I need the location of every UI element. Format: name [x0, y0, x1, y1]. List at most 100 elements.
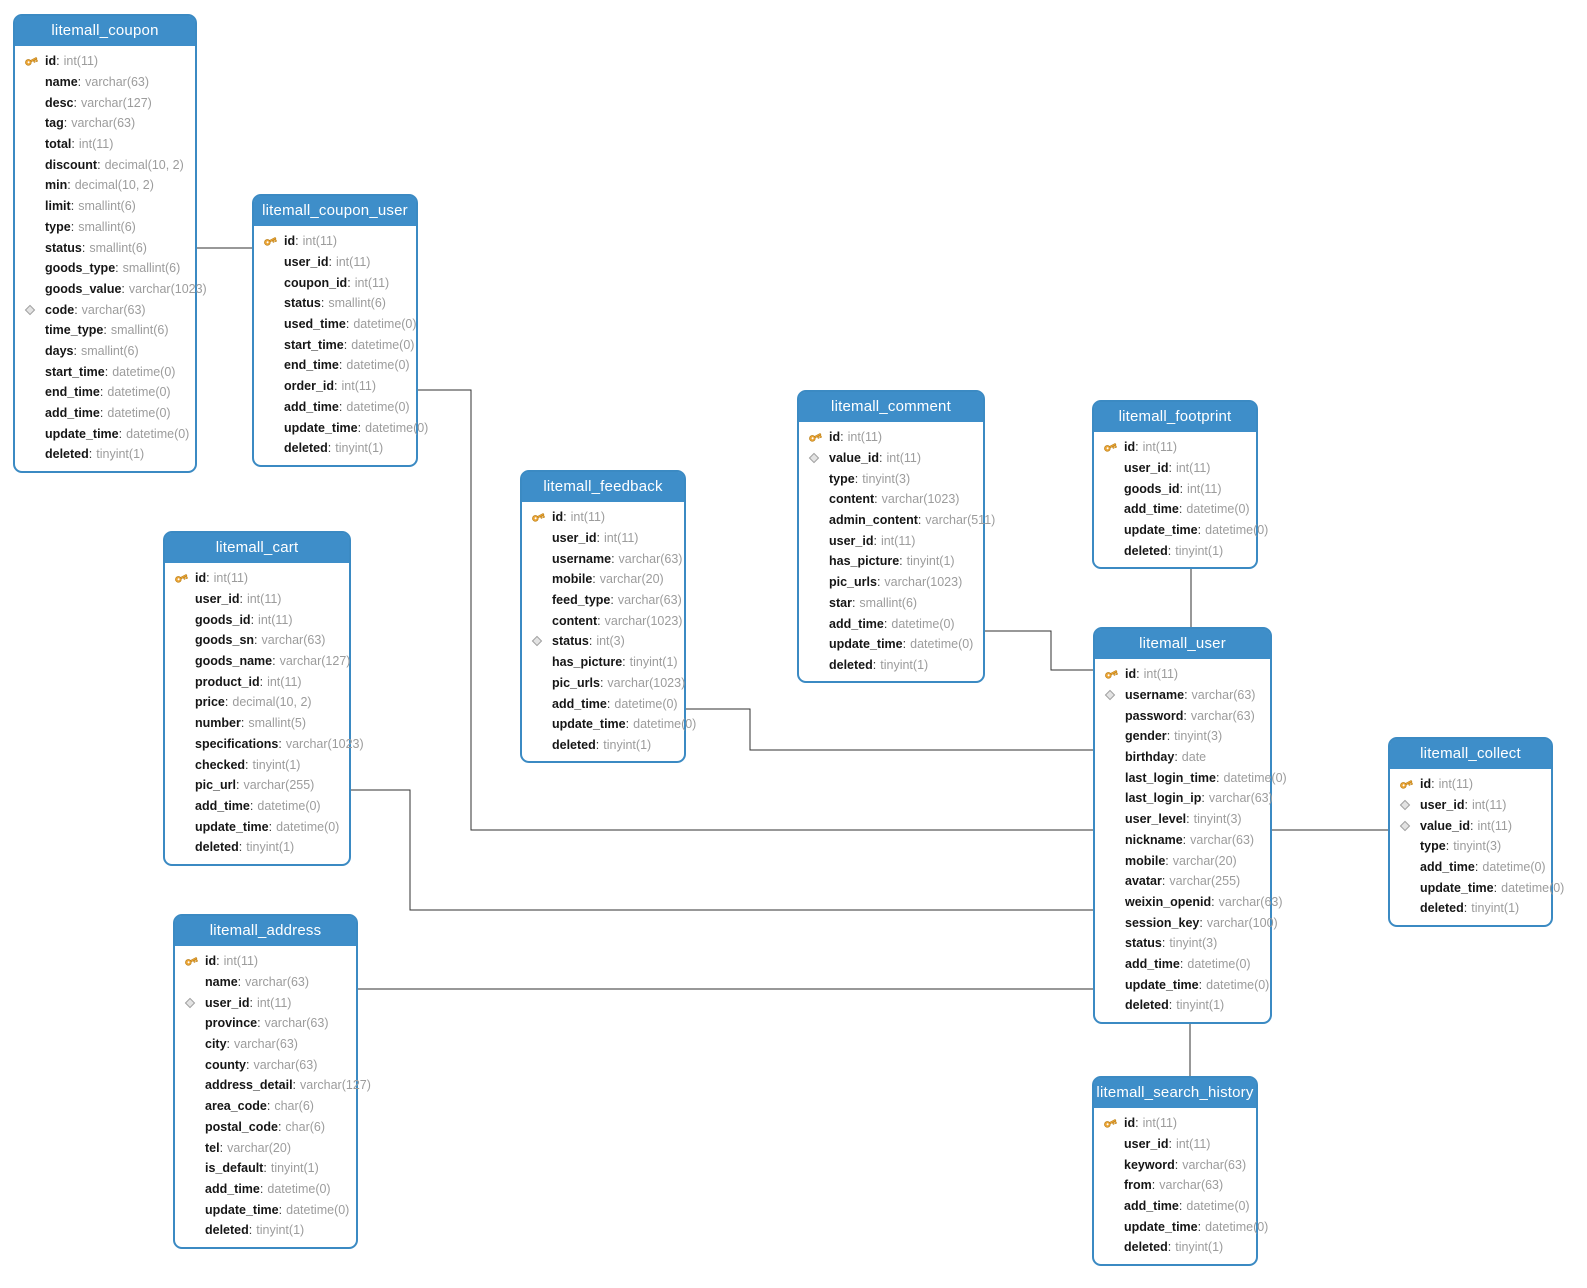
primary-key-icon: [531, 510, 552, 524]
field-row: goods_typesmallint(6): [15, 258, 195, 279]
table-title[interactable]: litemall_address: [175, 916, 356, 946]
field-row: user_idint(11): [254, 252, 416, 273]
field-name: has_picture: [829, 554, 903, 568]
table-title[interactable]: litemall_cart: [165, 533, 349, 563]
field-name: goods_type: [45, 261, 119, 275]
field-row: user_idint(11): [522, 528, 684, 549]
field-type: smallint(5): [248, 716, 306, 731]
field-type: int(11): [1142, 440, 1178, 455]
field-row: user_idint(11): [165, 589, 349, 610]
field-row: deletedtinyint(1): [799, 655, 983, 676]
table-litemall_cart[interactable]: litemall_cartidint(11)user_idint(11)good…: [163, 531, 364, 866]
field-type: varchar(20): [599, 572, 664, 587]
field-type: decimal(10, 2): [74, 178, 154, 193]
field-name: province: [205, 1016, 261, 1030]
field-name: discount: [45, 158, 101, 172]
field-type: varchar(127): [80, 95, 152, 110]
field-row: idint(11): [1094, 437, 1256, 458]
field-type: varchar(63): [1190, 708, 1255, 723]
table-title[interactable]: litemall_coupon_user: [254, 196, 416, 226]
field-name: update_time: [1124, 1220, 1201, 1234]
field-name: pic_urls: [829, 575, 880, 589]
field-name: user_id: [1124, 461, 1172, 475]
table-title[interactable]: litemall_collect: [1390, 739, 1551, 769]
field-type: varchar(100): [1206, 915, 1278, 930]
table-litemall_footprint[interactable]: litemall_footprint idint(11) user_id int(11…: [1092, 400, 1268, 570]
field-row: limitsmallint(6): [15, 196, 195, 217]
field-name: update_time: [552, 717, 629, 731]
field-type: varchar(1023): [604, 613, 683, 628]
field-name: deleted: [1125, 998, 1172, 1012]
field-row: user_idint(11): [799, 530, 983, 551]
field-row: update_timedatetime(0): [1094, 1216, 1268, 1237]
field-name: status: [1125, 936, 1165, 950]
field-type: datetime(0): [910, 637, 974, 652]
field-type: varchar(63): [1182, 1157, 1247, 1172]
field-type: varchar(63): [1218, 894, 1283, 909]
field-type: int(11): [1471, 798, 1507, 813]
primary-key-icon: [1103, 440, 1124, 454]
field-name: from: [1124, 1178, 1155, 1192]
table-litemall_collect[interactable]: litemall_collectidint(11)user_idint(11)v…: [1388, 737, 1564, 927]
field-type: smallint(6): [328, 296, 386, 311]
field-row: add_timedatetime(0): [175, 1179, 356, 1200]
field-name: last_login_time: [1125, 771, 1219, 785]
field-row: start_timedatetime(0): [15, 361, 195, 382]
table-title[interactable]: litemall_comment: [799, 392, 983, 422]
field-row: start_timedatetime(0): [254, 334, 416, 355]
table-title[interactable]: litemall_feedback: [522, 472, 684, 502]
field-type: datetime(0): [891, 616, 955, 631]
connector-litemall_comment-litemall_user: [985, 630, 1093, 671]
field-name: update_time: [1420, 881, 1497, 895]
primary-key-icon: [1103, 1116, 1124, 1130]
field-type: int(11): [335, 255, 371, 270]
field-row: mobilevarchar(20): [1095, 850, 1270, 871]
field-name: id: [552, 510, 567, 524]
table-litemall_coupon[interactable]: litemall_couponidint(11)namevarchar(63)d…: [13, 14, 207, 473]
table-title[interactable]: litemall_coupon: [15, 16, 195, 46]
table-title[interactable]: litemall_footprint: [1094, 402, 1256, 432]
field-row: goods_snvarchar(63): [165, 630, 349, 651]
field-row: fromvarchar(63): [1094, 1175, 1256, 1196]
table-litemall_coupon_user[interactable]: litemall_coupon_useridint(11)user_idint(…: [252, 194, 428, 467]
field-name: start_time: [284, 338, 347, 352]
field-row: countyvarchar(63): [175, 1054, 356, 1075]
field-row: passwordvarchar(63): [1095, 705, 1270, 726]
field-name: add_time: [1420, 860, 1478, 874]
field-name: days: [45, 344, 77, 358]
field-type: tinyint(1): [1471, 901, 1520, 916]
field-name: code: [45, 303, 78, 317]
field-name: is_default: [205, 1161, 267, 1175]
field-type: datetime(0): [126, 426, 190, 441]
field-row: coupon_idint(11): [254, 272, 416, 293]
table-litemall_search_history[interactable]: litemall_search_historyidint(11)user_idi…: [1092, 1076, 1268, 1266]
field-type: int(11): [302, 234, 338, 249]
table-litemall_address[interactable]: litemall_addressidint(11)namevarchar(63)…: [173, 914, 371, 1249]
field-name: coupon_id: [284, 276, 351, 290]
field-row: weixin_openidvarchar(63): [1095, 892, 1283, 913]
field-type: datetime(0): [1206, 977, 1270, 992]
field-type: tinyint(1): [880, 657, 929, 672]
table-litemall_comment[interactable]: litemall_commentidint(11)value_idint(11)…: [797, 390, 995, 684]
field-row: usernamevarchar(63): [522, 548, 684, 569]
table-litemall_feedback[interactable]: litemall_feedbackidint(11)user_idint(11)…: [520, 470, 696, 764]
table-title[interactable]: litemall_user: [1095, 629, 1270, 659]
primary-key-icon: [808, 430, 829, 444]
field-row: update_timedatetime(0): [1094, 520, 1268, 541]
field-name: content: [552, 614, 601, 628]
table-litemall_user[interactable]: litemall_useridint(11)usernamevarchar(63…: [1093, 627, 1287, 1024]
field-name: time_type: [45, 323, 107, 337]
field-name: update_time: [45, 427, 122, 441]
field-type: char(6): [274, 1099, 314, 1114]
field-type: int(11): [246, 592, 282, 607]
field-type: datetime(0): [1223, 770, 1287, 785]
field-row: pricedecimal(10, 2): [165, 692, 349, 713]
field-name: desc: [45, 96, 77, 110]
table-title[interactable]: litemall_search_history: [1094, 1078, 1256, 1108]
field-type: tinyint(1): [629, 655, 678, 670]
field-row: birthdaydate: [1095, 747, 1270, 768]
field-name: county: [205, 1058, 249, 1072]
field-name: status: [284, 296, 324, 310]
field-type: datetime(0): [267, 1181, 331, 1196]
field-type: datetime(0): [614, 696, 678, 711]
